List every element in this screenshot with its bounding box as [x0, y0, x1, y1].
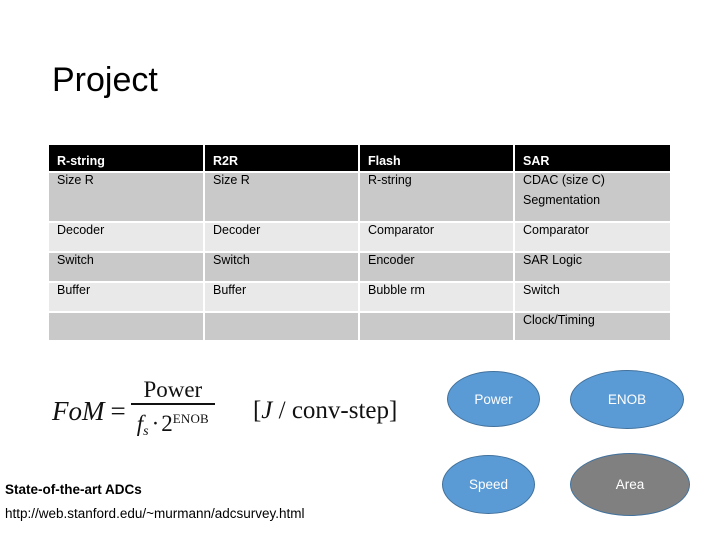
table-cell	[360, 313, 515, 342]
table-row: Decoder Decoder Comparator Comparator	[49, 223, 670, 253]
formula-equals-sign: =	[110, 396, 126, 426]
cell-text: Clock/Timing	[523, 313, 595, 327]
ellipse-power[interactable]: Power	[447, 371, 540, 427]
cell-text: Encoder	[368, 253, 415, 267]
table-cell: Clock/Timing	[515, 313, 670, 342]
column-header-r2r: R2R	[205, 145, 360, 173]
units-rest: / conv-step]	[272, 397, 398, 424]
table-cell: Buffer	[49, 283, 205, 313]
cell-text: Buffer	[213, 283, 247, 297]
column-header-flash: Flash	[360, 145, 515, 173]
table-cell: Comparator	[515, 223, 670, 253]
cell-text: Segmentation	[523, 193, 601, 207]
footer-heading: State-of-the-art ADCs	[5, 482, 142, 497]
table-cell: R-string	[360, 173, 515, 223]
column-header-r-string: R-string	[49, 145, 205, 173]
table-cell: Bubble rm	[360, 283, 515, 313]
cell-text: Switch	[523, 283, 560, 297]
table-header-row: R-string R2R Flash SAR	[49, 145, 670, 173]
table-cell: Size R	[49, 173, 205, 223]
cell-text: Switch	[213, 253, 250, 267]
formula-denominator-base: f	[136, 411, 144, 436]
table-row: Size R Size R R-string CDAC (size C) Seg…	[49, 173, 670, 223]
column-header-sar: SAR	[515, 145, 670, 173]
figure-of-merit-formula: FoM = Power fs·2ENOB [J / conv-step]	[52, 377, 397, 445]
table-cell	[49, 313, 205, 342]
table-cell: Decoder	[49, 223, 205, 253]
table-cell: CDAC (size C) Segmentation	[515, 173, 670, 223]
cell-text: Size R	[57, 173, 94, 187]
table-row: Buffer Buffer Bubble rm Switch	[49, 283, 670, 313]
cell-text: Decoder	[213, 223, 261, 237]
formula-multiplication-dot: ·	[151, 411, 160, 436]
footer-url[interactable]: http://web.stanford.edu/~murmann/adcsurv…	[5, 506, 305, 521]
table-cell: SAR Logic	[515, 253, 670, 283]
cell-text: SAR Logic	[523, 253, 583, 267]
cell-text: Buffer	[57, 283, 91, 297]
table-row: Clock/Timing	[49, 313, 670, 342]
formula-numerator: Power	[143, 377, 203, 402]
table-cell: Buffer	[205, 283, 360, 313]
cell-text: Size R	[213, 173, 250, 187]
formula-fraction: Power fs·2ENOB	[130, 377, 215, 445]
ellipse-speed-label: Speed	[468, 477, 509, 492]
ellipse-speed[interactable]: Speed	[442, 455, 535, 514]
formula-fraction-bar	[130, 403, 215, 405]
table-cell: Size R	[205, 173, 360, 223]
table-cell: Switch	[515, 283, 670, 313]
cell-text: R-string	[368, 173, 412, 187]
cell-text: CDAC (size C)	[523, 173, 605, 187]
table-cell	[205, 313, 360, 342]
ellipse-enob-label: ENOB	[607, 392, 647, 407]
formula-denominator: fs·2ENOB	[131, 405, 215, 445]
formula-units: [J / conv-step]	[253, 396, 397, 426]
formula-denominator-exponent: ENOB	[172, 411, 209, 426]
table-cell: Decoder	[205, 223, 360, 253]
table-cell: Switch	[49, 253, 205, 283]
table-cell: Encoder	[360, 253, 515, 283]
cell-text: Decoder	[57, 223, 105, 237]
cell-text: Comparator	[523, 223, 589, 237]
table-cell: Switch	[205, 253, 360, 283]
table-row: Switch Switch Encoder SAR Logic	[49, 253, 670, 283]
units-joule-symbol: J	[261, 397, 273, 424]
cell-text: Switch	[57, 253, 94, 267]
ellipse-enob[interactable]: ENOB	[570, 370, 684, 429]
adc-architecture-comparison-table: R-string R2R Flash SAR Size R Size R R-s…	[49, 145, 670, 342]
formula-lhs: FoM	[52, 396, 105, 426]
ellipse-power-label: Power	[474, 391, 513, 407]
table-cell: Comparator	[360, 223, 515, 253]
page-title: Project	[52, 61, 158, 99]
cell-text: Bubble rm	[368, 283, 425, 297]
ellipse-area-label: Area	[615, 477, 645, 492]
cell-text: Comparator	[368, 223, 434, 237]
ellipse-area[interactable]: Area	[570, 453, 690, 516]
formula-denominator-two: 2	[161, 411, 173, 436]
units-open-bracket: [	[252, 397, 262, 424]
formula-denominator-subscript: s	[143, 424, 149, 439]
